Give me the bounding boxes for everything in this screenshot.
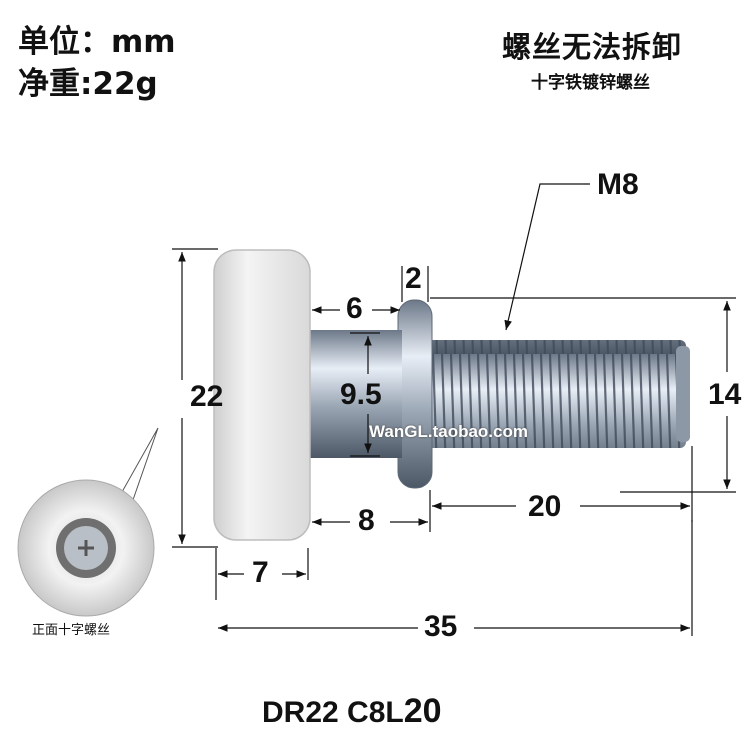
thread-size-label: M8 <box>597 168 639 201</box>
screw-note-title: 螺丝无法拆卸 <box>502 30 683 64</box>
total-length-label: 35 <box>424 610 458 643</box>
wheel-width-label: 7 <box>252 556 269 589</box>
axle-length-label: 6 <box>346 292 363 325</box>
screw-note-subtitle: 十字铁镀锌螺丝 <box>531 73 650 93</box>
model-number-part1: DR22 C8L <box>262 696 404 729</box>
front-view-inset <box>17 427 159 617</box>
wheel-diameter-label: 22 <box>190 380 224 413</box>
model-number: DR22 C8L20 <box>262 692 442 731</box>
model-number-part2: 20 <box>403 692 442 730</box>
axle-sleeve <box>306 330 402 458</box>
watermark-text: WanGL.taobao.com <box>369 422 528 441</box>
shoulder-collar <box>397 299 433 489</box>
white-wheel <box>213 249 311 541</box>
inset-caption: 正面十字螺丝 <box>32 623 111 638</box>
weight-label: 净重:22g <box>18 66 158 102</box>
axle-diameter-label: 9.5 <box>340 378 382 411</box>
hub-length-label: 8 <box>358 504 375 537</box>
shoulder-width-label: 2 <box>405 262 422 295</box>
thread-length-label: 20 <box>528 490 562 523</box>
threaded-stud <box>420 340 690 448</box>
thread-diameter-label: 14 <box>708 378 742 411</box>
dimension-lines <box>172 183 736 636</box>
unit-label: 单位：mm <box>18 24 176 60</box>
